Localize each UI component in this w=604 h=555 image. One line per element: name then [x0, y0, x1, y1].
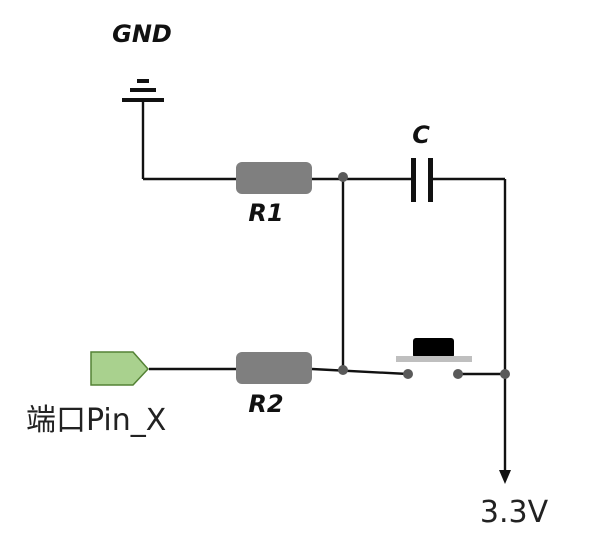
- label-r2: R2: [248, 390, 283, 418]
- wires: [141, 102, 507, 470]
- push-button-bar: [396, 356, 472, 362]
- node-right-junction: [500, 369, 510, 379]
- wire-r2-button: [311, 367, 409, 376]
- port-connector-icon[interactable]: [90, 351, 150, 386]
- label-capacitor: C: [412, 121, 430, 149]
- node-button-right: [453, 369, 463, 379]
- label-port: 端口Pin_X: [26, 403, 166, 438]
- node-bottom-middle: [338, 365, 348, 375]
- label-supply: 3.3V: [480, 495, 549, 530]
- push-button-icon[interactable]: [396, 338, 472, 362]
- resistor-r2: [236, 352, 312, 384]
- push-button-cap[interactable]: [413, 338, 454, 358]
- node-button-left: [403, 369, 413, 379]
- resistor-r1: [236, 162, 312, 194]
- label-r1: R1: [248, 199, 283, 227]
- ground-icon: [122, 79, 164, 102]
- arrow-down-icon: [499, 470, 511, 484]
- junction-nodes: [338, 172, 510, 379]
- label-gnd: GND: [112, 20, 172, 48]
- node-top-middle: [338, 172, 348, 182]
- capacitor-icon: [411, 158, 433, 202]
